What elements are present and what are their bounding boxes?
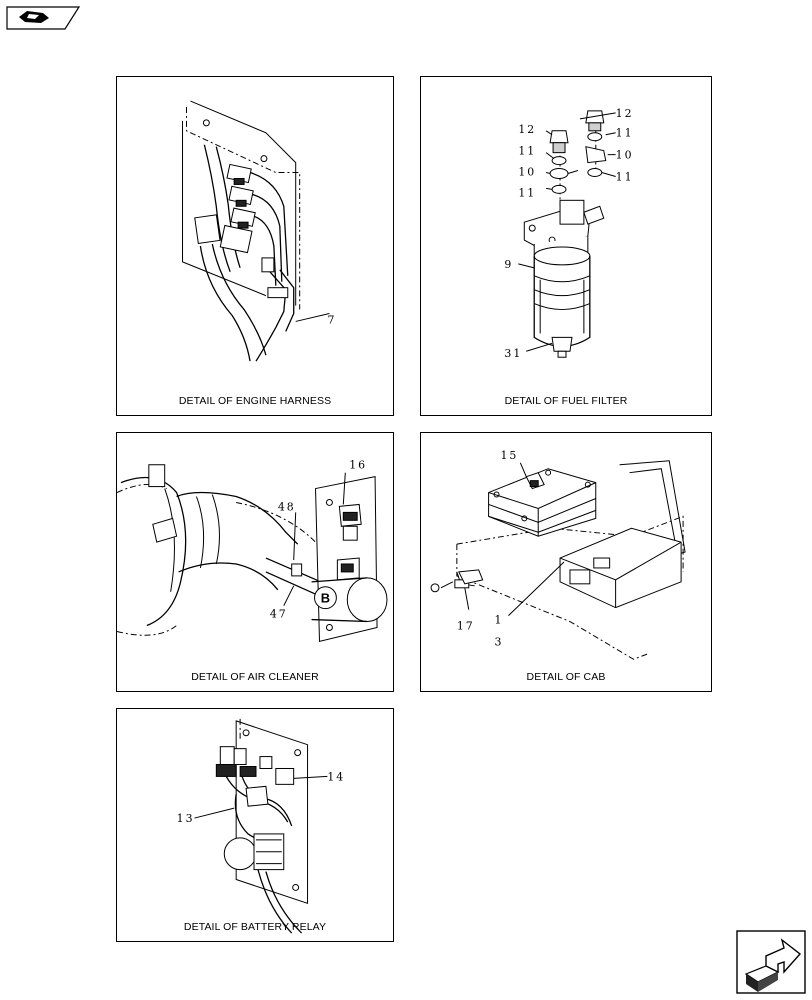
callout-16: 16 <box>349 459 367 472</box>
caption-air-cleaner: DETAIL OF AIR CLEANER <box>191 671 319 683</box>
callout-17: 17 <box>457 619 475 632</box>
previous-page-arrow-icon[interactable] <box>5 5 81 31</box>
callout-11d: 11 <box>616 170 634 183</box>
callout-12b: 12 <box>616 107 634 120</box>
callout-12: 12 <box>518 123 536 136</box>
fuel-filter-drawing: 12 11 10 11 12 11 10 11 9 31 <box>504 107 634 360</box>
callout-7: 7 <box>327 313 336 326</box>
panel-battery-relay: 14 13 DETAIL OF BATTERY RELAY <box>116 708 394 942</box>
callout-14: 14 <box>327 770 345 783</box>
cab-drawing: 15 17 1 3 <box>430 449 686 660</box>
marker-b: B <box>321 591 330 606</box>
panel-engine-harness: 7 DETAIL OF ENGINE HARNESS <box>116 76 394 416</box>
next-page-arrow-icon[interactable] <box>736 930 806 994</box>
callout-15: 15 <box>501 449 519 462</box>
caption-fuel-filter: DETAIL OF FUEL FILTER <box>504 395 628 407</box>
callout-13: 13 <box>177 812 195 825</box>
caption-cab: DETAIL OF CAB <box>526 671 606 683</box>
callout-3: 3 <box>495 635 504 648</box>
panel-cab: 15 17 1 3 DETAIL OF CAB <box>420 432 712 692</box>
callout-11b: 11 <box>518 186 536 199</box>
callout-48: 48 <box>278 500 296 513</box>
callout-1: 1 <box>495 614 504 627</box>
caption-engine-harness: DETAIL OF ENGINE HARNESS <box>178 395 332 407</box>
callout-31: 31 <box>504 347 522 360</box>
callout-11c: 11 <box>616 127 634 140</box>
callout-10b: 10 <box>616 149 634 162</box>
panel-fuel-filter: 12 11 10 11 12 11 10 11 9 31 DETAIL OF F… <box>420 76 712 416</box>
engine-harness-drawing: 7 <box>182 100 336 362</box>
callout-9: 9 <box>504 258 513 271</box>
air-cleaner-drawing: B 16 48 47 <box>117 459 388 643</box>
panel-air-cleaner: B 16 48 47 DETAIL OF AIR CLEANER <box>116 432 394 692</box>
callout-11: 11 <box>518 145 536 158</box>
callout-10: 10 <box>518 165 536 178</box>
caption-battery-relay: DETAIL OF BATTERY RELAY <box>183 921 327 933</box>
callout-47: 47 <box>270 608 288 621</box>
battery-relay-drawing: 14 13 <box>177 718 345 934</box>
